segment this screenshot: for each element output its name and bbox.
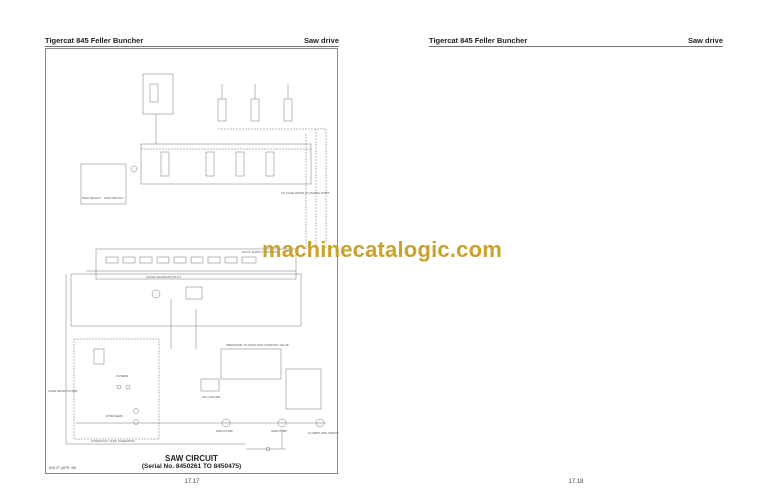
schematic-frame: MAIN PUMP SAW PUMP OIL COOLER FILTERS ST… — [45, 48, 339, 474]
label-clamps-pump: CLAMPS AND WRIST PUMP — [308, 431, 339, 435]
header-section: Saw drive — [687, 36, 723, 45]
label-saw-select: SAW SELECT — [82, 196, 101, 200]
label-saw-pump: SAW PUMP — [271, 429, 287, 433]
label-filters: FILTERS — [116, 374, 128, 378]
label-main-pump: MAIN PUMP — [216, 429, 233, 433]
page-left: Tigercat 845 Feller Buncher Saw drive — [45, 33, 339, 485]
drawing-id: 845-27 (APR. 98) — [49, 466, 77, 470]
watermark-text: machinecatalogic.com — [262, 237, 502, 262]
header-title: Tigercat 845 Feller Buncher — [45, 36, 144, 45]
label-solenoid-pilot: VALVE SOLENOID PILOT — [146, 275, 181, 279]
label-saw-switch: SAW SWITCH — [104, 196, 123, 200]
label-case-drain: CASE DRAIN FILTER — [48, 389, 78, 393]
label-pilot-supply: PILOT SUPPLY CONTROL — [242, 250, 279, 254]
hydraulic-schematic: MAIN PUMP SAW PUMP OIL COOLER FILTERS ST… — [48, 73, 339, 452]
figure-subtitle: (Serial No. 8450261 TO 8450475) — [141, 463, 242, 470]
label-strainers: STRAINERS — [106, 414, 123, 418]
page-right: Tigercat 845 Feller Buncher Saw drive 17… — [384, 0, 768, 497]
header-title: Tigercat 845 Feller Buncher — [429, 36, 528, 45]
page-number: 17.17 — [184, 479, 200, 485]
label-tank: HYDRAULIC TANK SCHEMATIC — [91, 439, 136, 443]
header-section: Saw drive — [303, 36, 339, 45]
figure-title: SAW CIRCUIT — [165, 454, 218, 463]
page-header: Tigercat 845 Feller Buncher Saw drive — [45, 33, 339, 47]
page-number: 17.18 — [568, 479, 584, 485]
label-oil-cooler: OIL COOLER — [202, 395, 221, 399]
label-pressure-main: PRESSURE TO MAIN SAW CONTROL VALVE — [226, 343, 289, 347]
label-to-case-drain: TO CASE DRAIN FLUSHING PORT — [281, 191, 330, 195]
page-header: Tigercat 845 Feller Buncher Saw drive — [429, 33, 723, 47]
